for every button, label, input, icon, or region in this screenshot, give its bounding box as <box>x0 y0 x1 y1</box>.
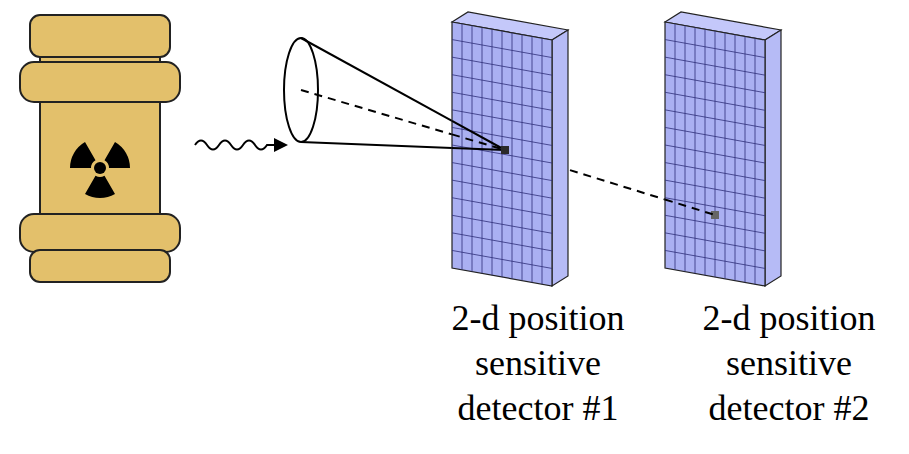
barrel-base <box>30 250 170 282</box>
grid-line <box>452 75 552 93</box>
grid-line <box>452 180 552 198</box>
grid-line <box>452 198 552 216</box>
trefoil-blade <box>105 142 131 168</box>
barrel-band <box>20 62 180 102</box>
detector-label: 2-d position sensitive detector #2 <box>673 296 905 431</box>
cone-axis <box>301 90 452 134</box>
detector-svg <box>665 12 783 288</box>
grid-line <box>452 233 552 251</box>
grid-line <box>452 215 552 233</box>
grid-line <box>665 110 765 128</box>
grid-line <box>665 145 765 163</box>
detector-panel: 2-d position sensitive detector #1 <box>452 12 570 288</box>
pixel-grid <box>665 24 765 284</box>
detector-drawing <box>452 12 568 286</box>
trefoil-blade <box>70 142 96 168</box>
cone-edge <box>452 121 505 150</box>
compton-cone <box>284 38 452 148</box>
cone-edge <box>301 142 452 148</box>
radioactive-barrel <box>20 15 180 282</box>
detector-svg <box>452 12 570 288</box>
grid-line <box>665 163 765 181</box>
grid-line <box>452 250 552 268</box>
grid-line <box>452 92 552 110</box>
cone-axis <box>452 134 505 150</box>
arrowhead <box>274 138 288 152</box>
detector-label: 2-d position sensitive detector #1 <box>422 296 654 431</box>
grid-line <box>665 250 765 268</box>
detector-drawing <box>665 12 781 286</box>
grid-line <box>452 163 552 181</box>
detector-panel: 2-d position sensitive detector #2 <box>665 12 783 288</box>
grid-line <box>665 127 765 145</box>
grid-line <box>665 233 765 251</box>
panel-front <box>452 22 552 286</box>
gamma-path-stub <box>665 200 715 215</box>
grid-line <box>665 92 765 110</box>
cone-edge <box>301 38 452 121</box>
grid-line <box>452 40 552 58</box>
pixel-grid <box>452 24 552 284</box>
wavy-line <box>195 141 276 150</box>
grid-line <box>452 57 552 75</box>
grid-line <box>452 145 552 163</box>
trefoil-blade <box>85 176 115 198</box>
hit-pixel <box>501 146 509 154</box>
panel-side <box>552 30 568 286</box>
grid-line <box>665 75 765 93</box>
panel-side <box>765 30 781 286</box>
trefoil-center <box>94 162 106 174</box>
barrel-band <box>20 214 180 252</box>
gamma-ray <box>195 138 288 152</box>
grid-line <box>452 110 552 128</box>
grid-line <box>665 57 765 75</box>
barrel-lid <box>30 15 170 57</box>
radiation-symbol <box>70 142 130 198</box>
panel-front <box>665 22 765 286</box>
grid-line <box>665 180 765 198</box>
gamma-path <box>570 170 665 199</box>
grid-line <box>665 40 765 58</box>
